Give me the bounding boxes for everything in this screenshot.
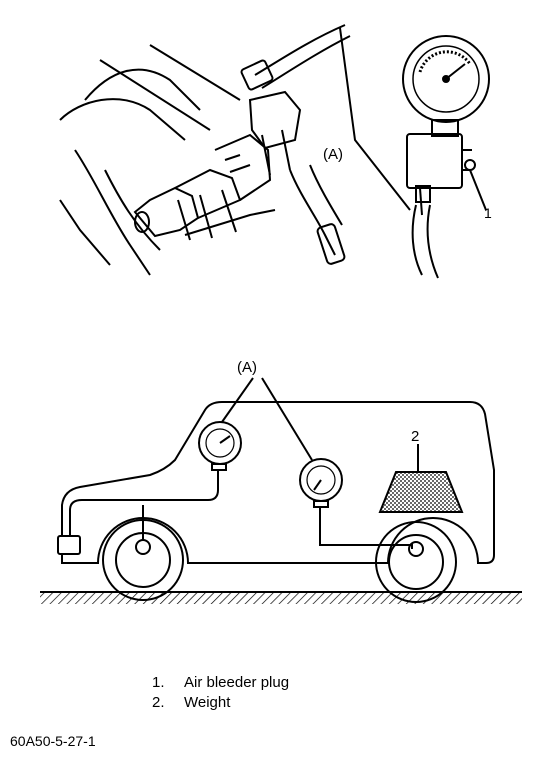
weight: [378, 444, 464, 513]
pressure-gauge-top: [402, 35, 490, 279]
bleeder-label-1: 1: [484, 205, 492, 221]
brake-lines: [69, 465, 413, 549]
pressure-gauge-front: [198, 421, 242, 471]
legend-item: 2. Weight: [152, 693, 289, 713]
bottom-figure: [40, 377, 522, 604]
legend-number: 1.: [152, 674, 165, 691]
rear-wheel: [375, 521, 457, 603]
legend-text: Air bleeder plug: [184, 674, 290, 691]
gauge-leader-lines: [221, 377, 313, 461]
van-body: [57, 401, 495, 564]
top-figure: [59, 24, 490, 279]
figure-code: 60A50-5-27-1: [10, 733, 96, 749]
pressure-gauge-rear: [299, 458, 343, 508]
legend-text: Weight: [184, 694, 231, 711]
legend-number: 2.: [152, 694, 165, 711]
weight-label-2: 2: [411, 428, 419, 445]
legend-item: 1. Air bleeder plug: [152, 673, 289, 693]
gauges-label-a: (A): [237, 359, 257, 376]
wheel-cylinder-illustration: [59, 24, 411, 276]
gauge-label-a: (A): [323, 146, 343, 163]
ground: [40, 591, 522, 604]
legend: 1. Air bleeder plug 2. Weight: [152, 673, 289, 713]
